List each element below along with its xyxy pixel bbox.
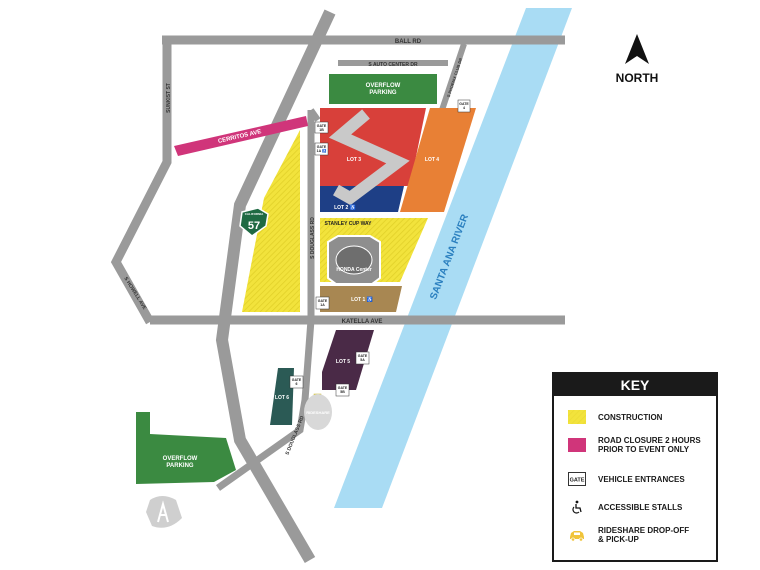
svg-text:GATE: GATE (317, 124, 327, 128)
overflow-top-label-2: PARKING (369, 90, 397, 96)
arena-building: HONDA Center (327, 235, 381, 285)
douglass-upper-label: S DOUGLASS RD (310, 217, 316, 259)
svg-text:5B: 5B (340, 390, 345, 394)
lot5-label: LOT 5 (336, 359, 350, 365)
svg-text:1A: 1A (320, 303, 325, 307)
gate-icon: GATE (568, 472, 586, 486)
santa-ana-river (334, 8, 572, 508)
key-row-accessible: ACCESSIBLE STALLS (568, 500, 682, 514)
svg-text:GATE: GATE (317, 145, 327, 149)
overflow-top-label-1: OVERFLOW (366, 83, 401, 89)
freeway-57-shield: CALIFORNIA 57 (239, 207, 269, 237)
overflow-parking-bottom (136, 412, 236, 484)
ball-rd-label: BALL RD (395, 39, 422, 45)
north-label: NORTH (615, 71, 659, 85)
svg-text:CALIFORNIA: CALIFORNIA (245, 212, 264, 216)
construction-swatch-icon (568, 410, 586, 424)
overflow-bottom-label-1: OVERFLOW (163, 456, 198, 462)
sunkist-label: SUNKIST ST (166, 83, 172, 113)
svg-text:GATE: GATE (459, 102, 469, 106)
lot-4 (400, 108, 476, 212)
rideshare-area (304, 394, 332, 430)
svg-text:GATE: GATE (292, 378, 302, 382)
sunkist-st-road (110, 40, 172, 325)
north-arrow-icon (625, 34, 649, 64)
phoenix-club-road (439, 43, 467, 111)
svg-text:1B: 1B (319, 128, 324, 132)
lot2-label: LOT 2 ♿ (334, 204, 356, 211)
key-row-road-closure: ROAD CLOSURE 2 HOURS PRIOR TO EVENT ONLY (568, 436, 701, 454)
lot-5 (322, 330, 374, 390)
key-title: KEY (554, 374, 716, 396)
accessible-icon (572, 500, 582, 514)
freeway-57-road (215, 9, 336, 564)
lot-1 (320, 286, 402, 312)
douglass-rd-lower (215, 319, 315, 491)
svg-text:6: 6 (296, 382, 298, 386)
svg-text:5A: 5A (360, 358, 365, 362)
stanley-cup-label: STANLEY CUP WAY (324, 221, 372, 227)
north-indicator: NORTH (612, 32, 662, 85)
lot1-label: LOT 1 ♿ (351, 296, 373, 303)
angel-stadium-logo (146, 496, 182, 528)
overflow-parking-top (329, 74, 437, 104)
lot4-label: LOT 4 (425, 157, 439, 163)
key-row-rideshare: RIDESHARE DROP-OFF & PICK-UP (568, 526, 689, 544)
svg-text:4: 4 (463, 106, 465, 110)
lot6-label: LOT 6 (275, 395, 289, 401)
angel-icon (157, 500, 169, 523)
svg-text:1A ♿: 1A ♿ (317, 148, 327, 153)
svg-text:57: 57 (248, 220, 260, 232)
road-network (110, 9, 565, 564)
car-icon (570, 531, 584, 542)
construction-area-west (242, 130, 300, 312)
katella-label: KATELLA AVE (342, 319, 383, 325)
key-row-vehicle-entrances: GATE VEHICLE ENTRANCES (568, 472, 685, 486)
map-key: KEY CONSTRUCTION ROAD CLOSURE 2 HOURS PR… (552, 372, 718, 562)
key-label-construction: CONSTRUCTION (598, 412, 663, 422)
key-label-vehicle-entrances: VEHICLE ENTRANCES (598, 474, 685, 484)
lot3-drive (328, 109, 410, 206)
arena-label: HONDA Center (336, 267, 371, 273)
key-label-road-closure: ROAD CLOSURE 2 HOURS PRIOR TO EVENT ONLY (598, 436, 701, 454)
cerritos-ave-closure (174, 116, 308, 156)
svg-text:GATE: GATE (358, 354, 368, 358)
lot3-label: LOT 3 (347, 157, 361, 163)
auto-center-label: S AUTO CENTER DR (368, 62, 418, 68)
key-label-rideshare: RIDESHARE DROP-OFF & PICK-UP (598, 526, 690, 544)
svg-text:GATE: GATE (570, 478, 585, 484)
svg-text:GATE: GATE (318, 299, 328, 303)
rideshare-label: RIDESHARE (306, 410, 330, 415)
entry-road (308, 108, 321, 122)
road-closure-swatch-icon (568, 438, 586, 452)
overflow-bottom-label-2: PARKING (166, 463, 194, 469)
key-row-construction: CONSTRUCTION (568, 410, 662, 424)
lot-6 (270, 368, 294, 425)
howell-label: S HOWELL AVE (122, 276, 147, 311)
key-label-accessible: ACCESSIBLE STALLS (598, 502, 683, 512)
svg-text:GATE: GATE (338, 386, 348, 390)
